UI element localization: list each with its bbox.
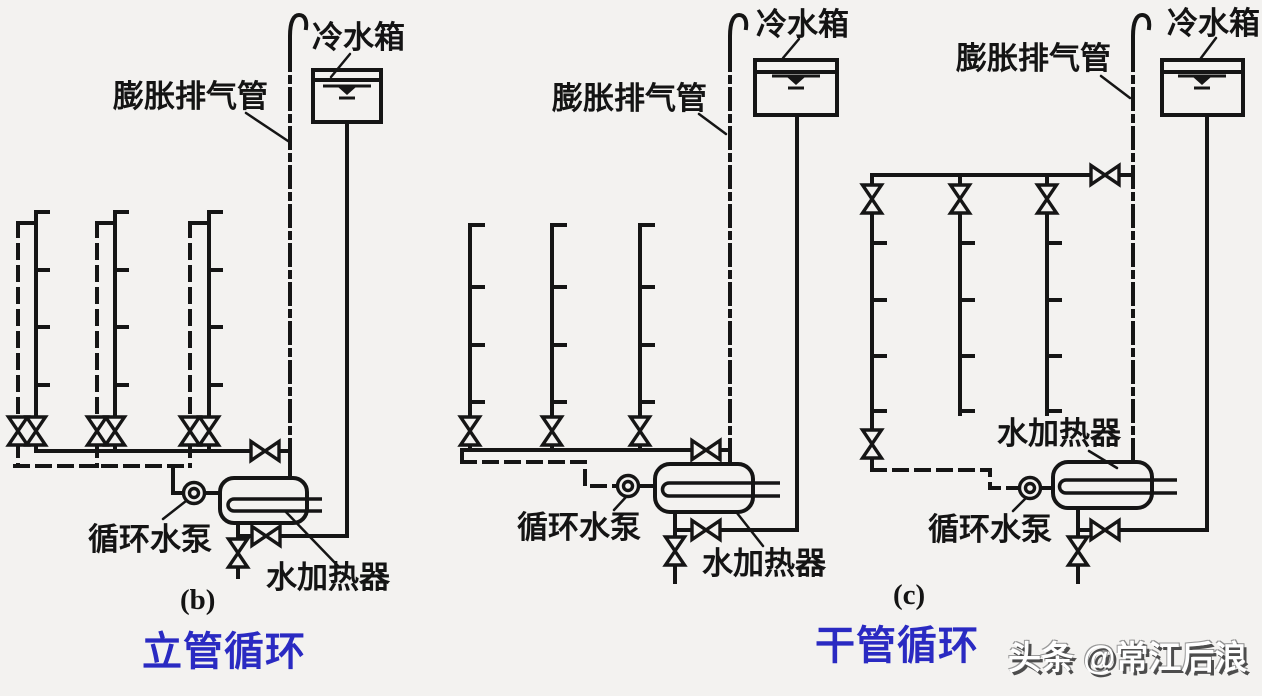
supply-riser xyxy=(468,223,485,452)
supply-riser xyxy=(113,210,129,453)
valve-icon xyxy=(24,415,48,447)
valve-icon xyxy=(690,518,722,542)
fixture-branches xyxy=(34,268,50,387)
caption-main-circulation: 干管循环 xyxy=(815,624,979,668)
fixture-branches xyxy=(113,268,129,387)
valve-icon xyxy=(103,415,127,447)
valve-icon xyxy=(1035,183,1059,215)
vent-hook-icon xyxy=(288,12,309,50)
tank-label-middle: 冷水箱 xyxy=(756,7,849,42)
valve-icon xyxy=(948,183,972,215)
heater-coil xyxy=(1057,478,1177,495)
circulation-pump-icon xyxy=(1017,475,1043,501)
figure-letter-b: (b) xyxy=(180,584,216,616)
heater-coil xyxy=(660,481,780,498)
cold-feed-pipe xyxy=(1076,113,1209,532)
watermark: 头条 @常江后浪 xyxy=(1008,639,1248,676)
expansion-label-left: 膨胀排气管 xyxy=(113,79,268,114)
leader-lines xyxy=(161,36,1218,569)
tank-label-left: 冷水箱 xyxy=(312,20,405,55)
fixture-branches xyxy=(870,241,887,413)
valve-icon xyxy=(178,415,202,447)
cold-water-tank xyxy=(311,68,383,124)
heater-coil xyxy=(226,497,322,513)
supply-riser xyxy=(34,210,50,453)
pump-label-left: 循环水泵 xyxy=(88,522,212,557)
return-pipe xyxy=(870,468,1021,490)
valve-icon xyxy=(663,535,687,567)
valve-icon xyxy=(860,183,884,215)
fixture-branches xyxy=(468,285,485,404)
heater-label-right: 水加热器 xyxy=(997,416,1121,451)
figure-letter-c: (c) xyxy=(893,579,926,611)
expansion-label-right: 膨胀排气管 xyxy=(956,41,1111,76)
heater-label-left: 水加热器 xyxy=(266,560,390,595)
tank-label-right: 冷水箱 xyxy=(1167,6,1260,41)
fixture-branches xyxy=(1045,241,1062,413)
valve-icon xyxy=(1066,535,1090,567)
pump-label-right: 循环水泵 xyxy=(928,512,1052,547)
pump-inlet-pipe xyxy=(171,464,186,495)
supply-riser xyxy=(207,210,223,453)
expansion-label-middle: 膨胀排气管 xyxy=(552,81,707,116)
water-heater xyxy=(1051,460,1154,510)
fixture-branches xyxy=(550,285,567,404)
pump-label-middle: 循环水泵 xyxy=(517,510,641,545)
water-heater xyxy=(653,462,755,514)
fixture-branches xyxy=(207,268,223,387)
valve-icon xyxy=(540,415,564,447)
valve-icon xyxy=(1089,163,1121,187)
diagram-middle-main-circulation xyxy=(458,12,839,584)
vent-hook-icon xyxy=(728,12,749,50)
valve-icon xyxy=(226,537,250,569)
valve-icon xyxy=(628,415,652,447)
return-pipe xyxy=(460,460,619,488)
valve-icon xyxy=(6,415,30,447)
supply-riser xyxy=(638,223,655,452)
valve-icon xyxy=(250,524,282,548)
valve-icon xyxy=(458,415,482,447)
cold-feed-pipe xyxy=(236,120,349,538)
fixture-branches xyxy=(958,241,975,413)
heater-label-middle: 水加热器 xyxy=(702,546,826,581)
fixture-branches xyxy=(638,285,655,404)
vent-hook-icon xyxy=(1131,12,1152,50)
valve-icon xyxy=(690,438,722,462)
valve-icon xyxy=(197,415,221,447)
circulation-pump-icon xyxy=(615,473,641,499)
valve-icon xyxy=(1089,518,1121,542)
diagram-right-main-circulation xyxy=(860,12,1245,584)
valve-icon xyxy=(249,439,281,463)
caption-riser-circulation: 立管循环 xyxy=(142,630,306,674)
supply-riser xyxy=(550,223,567,452)
cold-water-tank xyxy=(753,58,839,117)
valve-icon xyxy=(85,415,109,447)
valve-icon xyxy=(860,428,884,460)
